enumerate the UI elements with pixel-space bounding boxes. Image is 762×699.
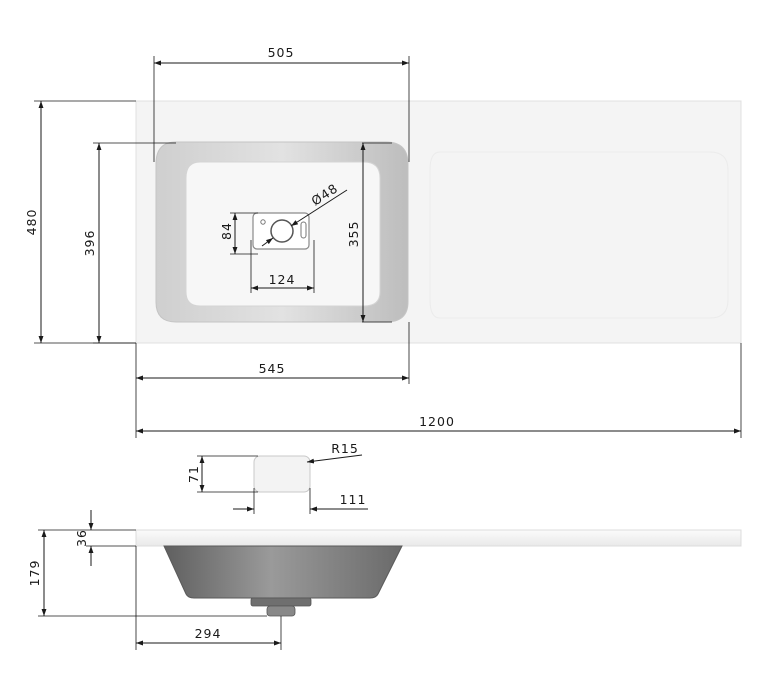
dim-label-36: 36 <box>74 529 89 547</box>
corner-detail-shape <box>253 455 311 493</box>
dim-label-r15: R15 <box>331 441 359 456</box>
top-view-dimensions: 505 480 396 355 84 124 Ø48 545 <box>24 45 742 438</box>
countertop-slab-side <box>135 529 742 547</box>
dim-label-480: 480 <box>24 209 39 236</box>
dim-label-179: 179 <box>27 560 42 587</box>
dim-label-71: 71 <box>186 465 201 483</box>
dim-label-1200: 1200 <box>419 414 455 429</box>
drain-hole <box>270 219 294 243</box>
dim-label-84: 84 <box>219 222 234 240</box>
dim-label-111: 111 <box>340 492 367 507</box>
dim-label-545: 545 <box>259 361 286 376</box>
drain-outlet-side <box>250 597 312 617</box>
side-view <box>135 529 742 617</box>
dim-label-294: 294 <box>195 626 222 641</box>
dim-label-396: 396 <box>82 230 97 257</box>
corner-detail: 71 111 R15 <box>186 441 368 514</box>
top-view <box>135 100 742 344</box>
dim-label-505: 505 <box>268 45 295 60</box>
side-view-dimensions: 36 179 294 <box>27 510 282 650</box>
dim-label-355: 355 <box>346 221 361 248</box>
basin-body-side <box>163 545 403 599</box>
countertop-recess-outline <box>429 151 729 319</box>
dim-label-124: 124 <box>269 272 296 287</box>
drain-plate <box>252 212 310 250</box>
